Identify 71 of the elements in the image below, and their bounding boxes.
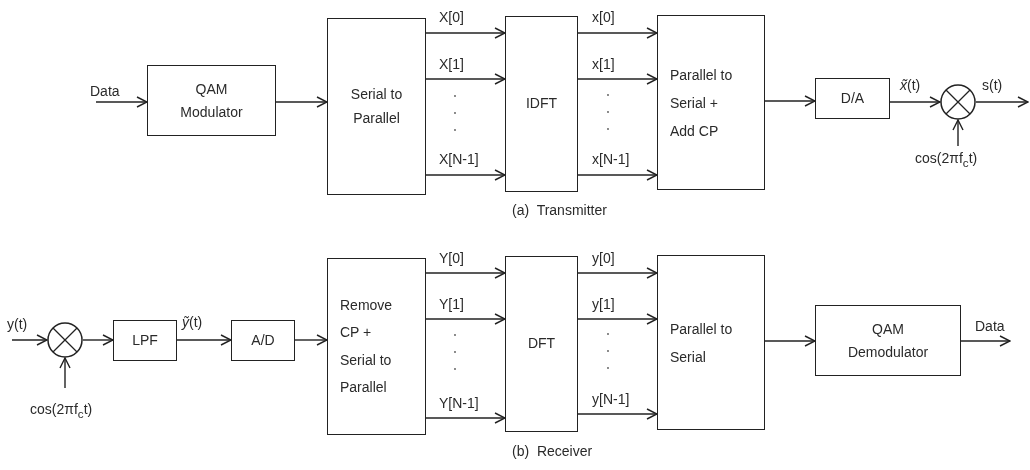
- arrow: [764, 95, 816, 107]
- arrow: [294, 334, 328, 346]
- signal-label: x[N-1]: [592, 151, 630, 167]
- block-label: Remove CP + Serial to Parallel: [340, 295, 394, 397]
- caption: (a) Transmitter: [512, 202, 607, 218]
- block-label: Parallel to Serial + Add CP: [670, 65, 734, 141]
- block-label: Parallel to Serial: [670, 319, 734, 367]
- arrow: [577, 267, 658, 279]
- block-label: Serial to Parallel: [349, 84, 404, 128]
- block-label: QAM Modulator: [179, 80, 244, 122]
- block-label: LPF: [131, 330, 159, 350]
- signal-label: x[0]: [592, 9, 615, 25]
- signal-label: s(t): [982, 77, 1003, 93]
- arrow: [11, 334, 48, 346]
- arrow: [577, 169, 658, 181]
- signal-label: Y[0]: [439, 250, 464, 266]
- process-box: [327, 18, 426, 195]
- block-label: D/A: [839, 88, 866, 108]
- signal-label: y[N-1]: [592, 391, 630, 407]
- arrow: [176, 334, 232, 346]
- arrow: [95, 96, 148, 108]
- signal-label: Data: [975, 318, 1005, 334]
- arrow: [82, 334, 114, 346]
- signal-label: Y[1]: [439, 296, 464, 312]
- arrow: [275, 96, 328, 108]
- process-box: [505, 16, 578, 192]
- arrow: [975, 96, 1029, 108]
- signal-label: y(t): [7, 316, 28, 332]
- arrow: [952, 119, 964, 147]
- process-box: [657, 15, 765, 190]
- signal-label: Y[N-1]: [439, 395, 479, 411]
- signal-label: X[1]: [439, 56, 464, 72]
- arrow: [764, 335, 816, 347]
- signal-label: x[1]: [592, 56, 615, 72]
- signal-label: y[1]: [592, 296, 615, 312]
- arrow: [425, 313, 506, 325]
- block-label: QAM Demodulator: [846, 320, 930, 362]
- arrow: [425, 169, 506, 181]
- arrow: [577, 408, 658, 420]
- block-label: IDFT: [524, 94, 559, 114]
- process-box: [815, 305, 961, 376]
- signal-label: Data: [90, 83, 120, 99]
- arrow: [960, 335, 1011, 347]
- process-box: [147, 65, 276, 136]
- caption: (b) Receiver: [512, 443, 593, 459]
- mixer-symbol: [47, 322, 83, 358]
- signal-label: cos(2πf$_{c}$t): [30, 401, 93, 422]
- process-box: [327, 258, 426, 435]
- signal-label: x̃(t): [900, 77, 921, 93]
- arrow: [425, 412, 506, 424]
- arrow: [425, 27, 506, 39]
- process-box: [657, 255, 765, 430]
- arrow: [59, 357, 71, 389]
- process-box: [113, 320, 177, 361]
- process-box: [505, 256, 578, 432]
- signal-label: X[N-1]: [439, 151, 479, 167]
- arrow: [577, 27, 658, 39]
- signal-label: ỹ(t): [182, 314, 203, 330]
- arrow: [425, 73, 506, 85]
- mixer-symbol: [940, 84, 976, 120]
- process-box: [231, 320, 295, 361]
- signal-label: cos(2πf$_{c}$t): [915, 150, 978, 171]
- process-box: [815, 78, 890, 119]
- arrow: [889, 96, 941, 108]
- block-label: A/D: [250, 330, 276, 350]
- arrow: [425, 267, 506, 279]
- signal-label: y[0]: [592, 250, 615, 266]
- signal-label: X[0]: [439, 9, 464, 25]
- arrow: [577, 313, 658, 325]
- block-label: DFT: [526, 334, 557, 354]
- arrow: [577, 73, 658, 85]
